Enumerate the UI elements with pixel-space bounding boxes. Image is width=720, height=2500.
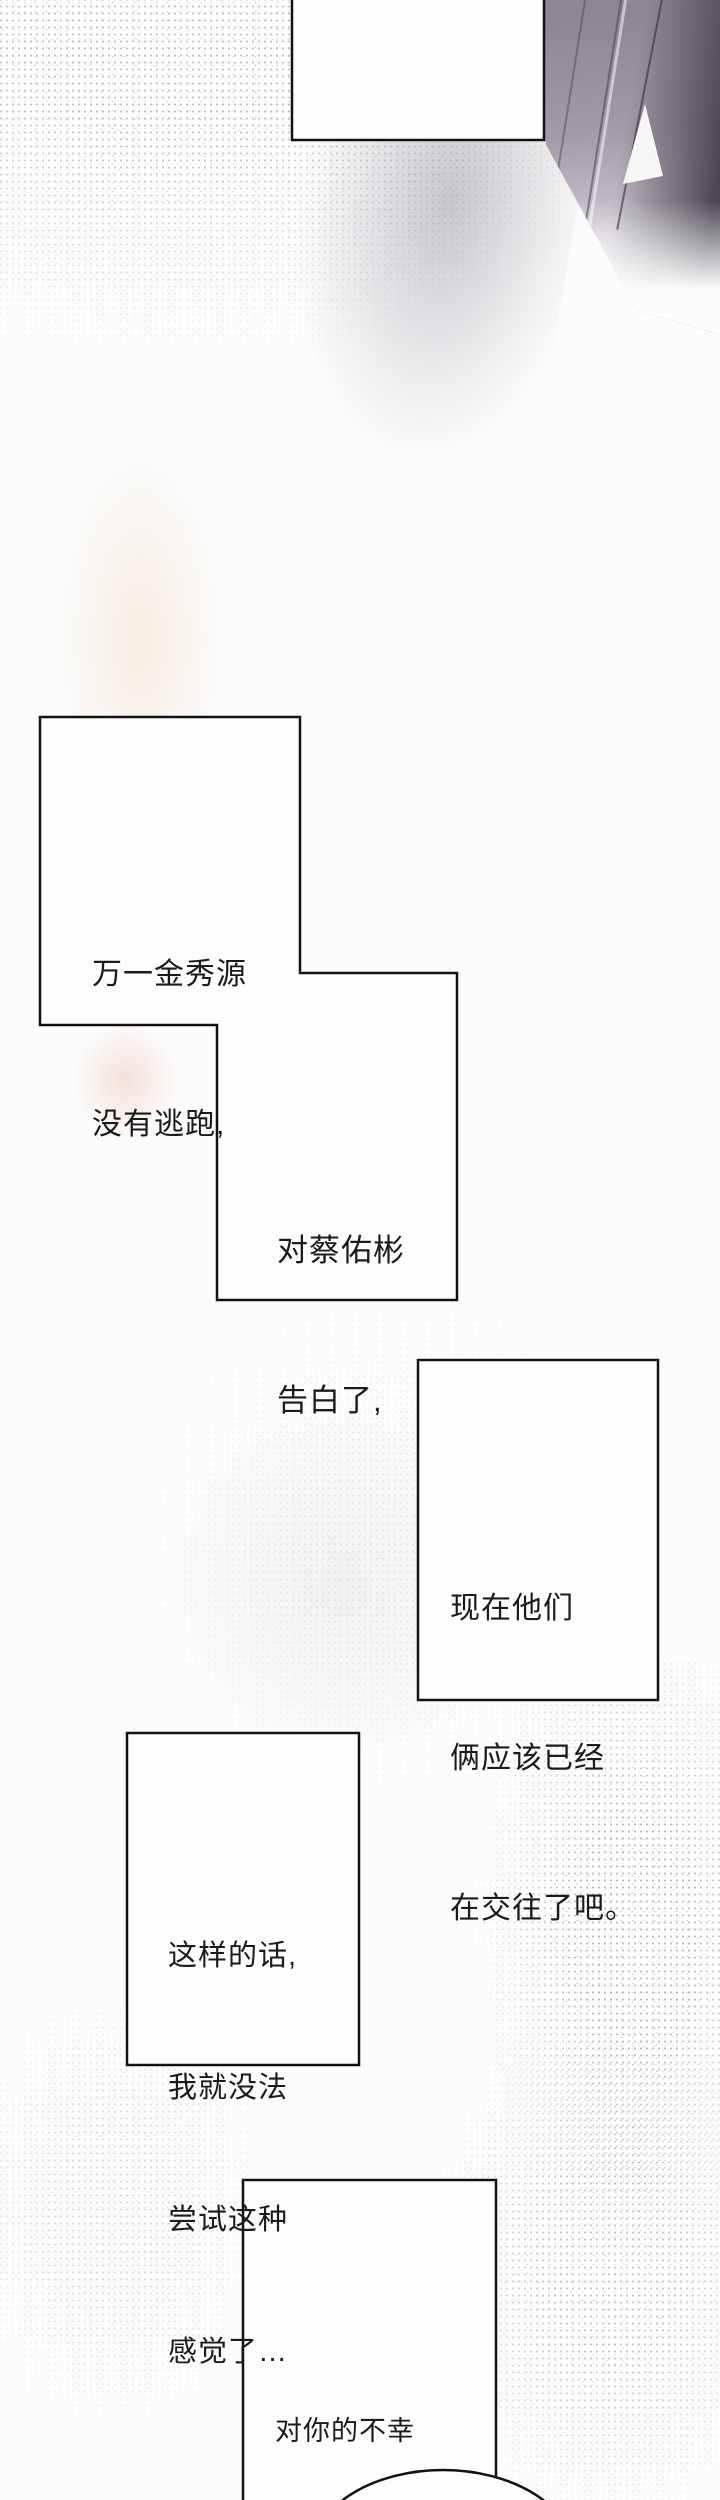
text-line: 现在他们	[450, 1592, 574, 1625]
text-line: 没有逃跑,	[92, 1108, 226, 1141]
text-line: 告白了,	[277, 1383, 383, 1418]
panel-box-3	[416, 1358, 660, 1702]
text-line: 尝试这种	[168, 2204, 289, 2236]
text-line: 我就没法	[168, 2072, 289, 2104]
text-line: 万一金秀源	[92, 958, 247, 991]
panel-box-5	[241, 2178, 498, 2500]
thought-text-2: 对蔡佑彬 告白了,	[277, 1126, 405, 1526]
thought-text-3: 现在他们 俩应该已经 在交往了吧。	[450, 1484, 636, 2034]
text-line: 这样的话,	[168, 1940, 298, 1972]
panel-box-4	[125, 1731, 361, 2067]
panel-box-top	[290, 0, 546, 142]
thought-text-1: 万一金秀源 没有逃跑,	[92, 850, 247, 1250]
text-line: 对你的不幸	[275, 2416, 415, 2446]
text-line: 俩应该已经	[450, 1742, 605, 1775]
text-line: 对蔡佑彬	[277, 1233, 405, 1268]
text-line: 感觉了…	[168, 2336, 289, 2368]
thought-text-4: 这样的话, 我就没法 尝试这种 感觉了…	[168, 1846, 297, 2462]
speech-bubble-arc	[340, 2468, 546, 2500]
thought-text-5: 对你的不幸 感到高兴的我	[275, 2341, 443, 2500]
text-line: 在交往了吧。	[450, 1892, 636, 1925]
